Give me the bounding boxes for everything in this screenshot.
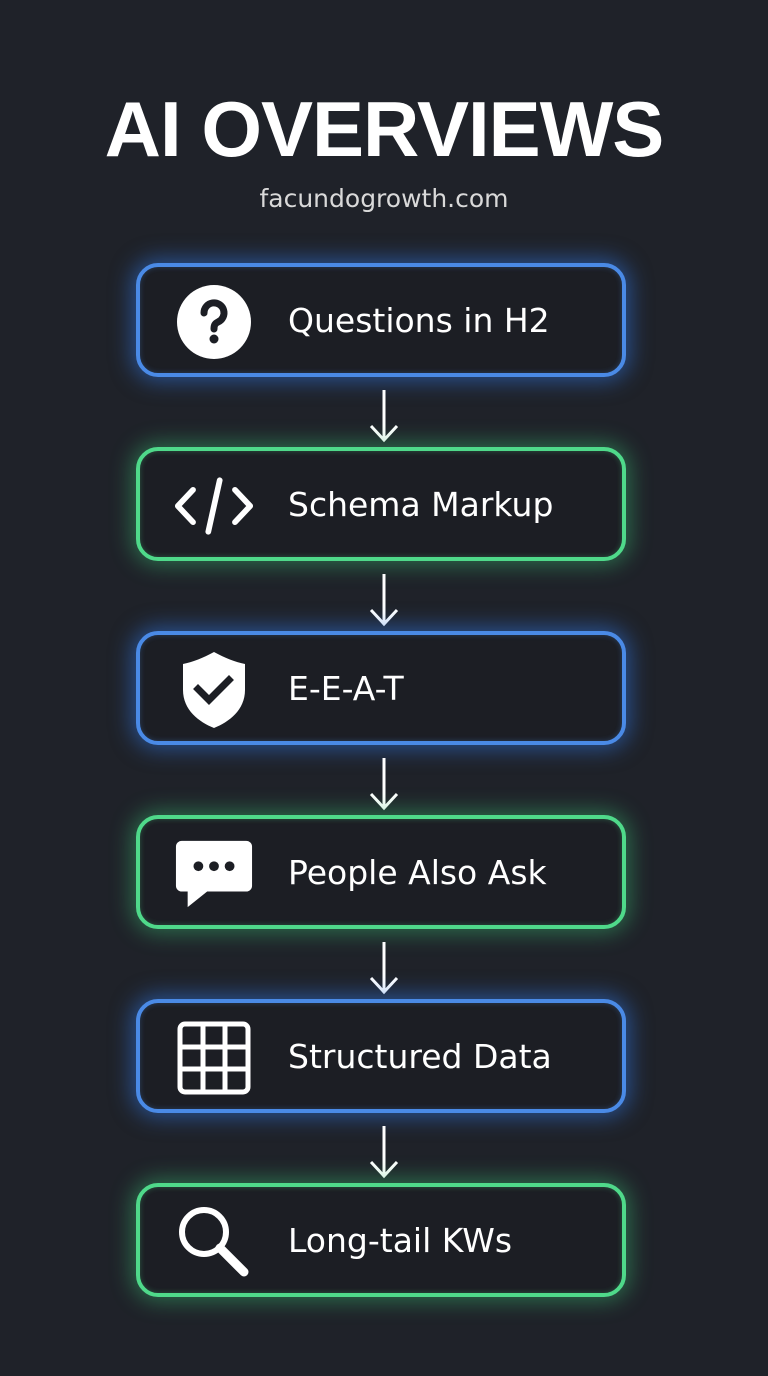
- step-label: Long-tail KWs: [288, 1220, 513, 1260]
- step-label: People Also Ask: [288, 852, 547, 892]
- arrow-down-icon: [369, 390, 399, 443]
- page-title: AI OVERVIEWS: [104, 85, 665, 173]
- grid-table-icon: [174, 1021, 254, 1095]
- step-long-tail-kws: Long-tail KWs: [136, 1183, 626, 1297]
- arrow-down-icon: [369, 574, 399, 627]
- search-icon: [174, 1207, 254, 1277]
- chat-bubble-icon: [174, 840, 254, 908]
- step-label: E-E-A-T: [288, 668, 404, 708]
- arrow-down-icon: [369, 942, 399, 995]
- step-e-e-a-t: E-E-A-T: [136, 631, 626, 745]
- arrow-down-icon: [369, 1126, 399, 1179]
- step-schema-markup: Schema Markup: [136, 447, 626, 561]
- step-structured-data: Structured Data: [136, 999, 626, 1113]
- question-circle-icon: [174, 285, 254, 359]
- page-subtitle: facundogrowth.com: [259, 184, 509, 213]
- arrow-down-icon: [369, 758, 399, 811]
- step-label: Structured Data: [288, 1036, 552, 1076]
- step-people-also-ask: People Also Ask: [136, 815, 626, 929]
- step-label: Questions in H2: [288, 300, 550, 340]
- step-questions-in-h2: Questions in H2: [136, 263, 626, 377]
- shield-check-icon: [174, 652, 254, 728]
- step-label: Schema Markup: [288, 484, 554, 524]
- code-brackets-icon: [174, 475, 254, 537]
